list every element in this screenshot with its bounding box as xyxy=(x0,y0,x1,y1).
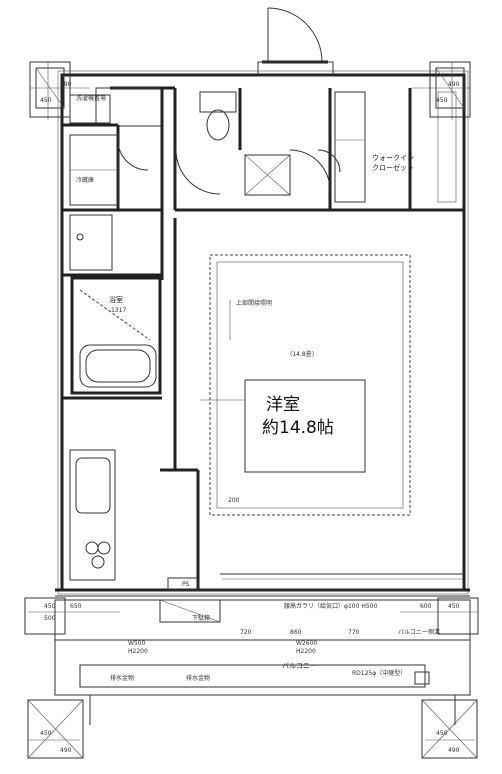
dim-490-tl: 490 xyxy=(60,81,72,88)
dim-h2200-b: H2200 xyxy=(128,648,148,655)
dim-490-br: 490 xyxy=(448,747,460,754)
dim-450-tr: 450 xyxy=(436,97,448,104)
room-name: 洋室 xyxy=(266,395,300,415)
left-storage xyxy=(62,94,162,277)
dim-450-bl2: 450 xyxy=(40,730,52,737)
kitchen xyxy=(69,449,200,591)
bathroom xyxy=(62,276,162,400)
balcony-label: バルコニー xyxy=(282,662,317,670)
dimension-lines xyxy=(28,62,478,741)
walkin-closet xyxy=(317,91,457,203)
dim-490-bl: 490 xyxy=(60,747,72,754)
fridge-label: 冷蔵庫 xyxy=(76,176,94,184)
dim-h2200: H2200 xyxy=(296,648,316,655)
western-room xyxy=(173,218,464,591)
dim-600-br: 600 xyxy=(420,603,432,610)
dim-500-bl: 500 xyxy=(44,615,56,622)
drain-label-left: 排水金物 xyxy=(110,674,134,682)
dim-450-tl: 450 xyxy=(40,97,52,104)
room-small-note: (14.8畳) xyxy=(290,351,314,358)
window-glass-label: 腰高ガラリ（給気口）φ100 H500 xyxy=(284,602,377,610)
dim-w2600: W2600 xyxy=(296,640,317,647)
dim-490-tr: 490 xyxy=(448,81,460,88)
closet-label: クローゼット xyxy=(372,163,414,172)
shoebox-label: 下駄箱 xyxy=(192,614,210,622)
dim-860: 860 xyxy=(290,629,302,636)
pipe-label: RD125φ（中継型） xyxy=(352,669,406,677)
bath-label: 浴室 xyxy=(109,295,123,304)
walkin-label: ウォークイン xyxy=(372,154,414,162)
room-size: 約14.8帖 xyxy=(262,418,334,438)
genkan xyxy=(244,149,331,196)
dim-200: 200 xyxy=(228,497,240,504)
drain-label-right: 排水金物 xyxy=(186,674,210,682)
ps-label: PS xyxy=(182,581,190,588)
dim-450-br: 450 xyxy=(448,603,460,610)
dim-650-bl: 650 xyxy=(70,603,82,610)
dim-450-br2: 450 xyxy=(436,730,448,737)
toilet xyxy=(175,91,237,195)
dim-w500: W500 xyxy=(128,640,146,647)
dim-720: 720 xyxy=(240,629,252,636)
dim-450-bl: 450 xyxy=(44,603,56,610)
corner-columns xyxy=(24,61,479,759)
bath-size-label: 1317 xyxy=(111,307,126,314)
ceiling-light-label: 上部間接照明 xyxy=(236,299,272,307)
washing-label: 洗濯機置場 xyxy=(76,94,106,102)
dim-770: 770 xyxy=(348,629,360,636)
entrance-door xyxy=(257,7,334,77)
upper-partitions xyxy=(62,86,464,280)
balcony-note: バルコニー側溝 xyxy=(398,628,440,636)
balcony xyxy=(54,599,471,725)
